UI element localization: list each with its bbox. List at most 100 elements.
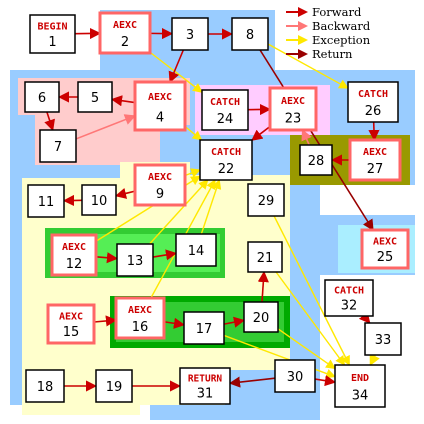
exception-edge-4-22 [184, 125, 203, 141]
node-27-box [348, 138, 402, 182]
exception-edge-17-34 [223, 334, 336, 379]
node-21-number: 21 [257, 251, 274, 266]
node-2: AEXC 2 [98, 11, 152, 55]
node-1-box [29, 14, 76, 54]
node-22-label: CATCH [211, 147, 241, 158]
node-29-box [247, 183, 285, 217]
node-19-box [95, 369, 133, 403]
node-17-number: 17 [196, 322, 213, 337]
node-30: 30 [274, 359, 316, 393]
edge-30-34 [314, 375, 337, 387]
node-11: 11 [27, 184, 65, 218]
node-31-box [179, 367, 231, 405]
node-7: 7 [39, 129, 77, 163]
node-19: 19 [95, 369, 133, 403]
node-21: 21 [247, 241, 283, 273]
legend-arrow-icon [298, 21, 308, 31]
node-2-number: 2 [121, 35, 129, 50]
node-6: 6 [24, 81, 60, 113]
node-1-label: BEGIN [37, 21, 67, 32]
node-18-number: 18 [37, 380, 54, 395]
node-28-box [299, 144, 333, 176]
legend-arrow-icon [298, 35, 308, 45]
legend-item-backward: Backward [286, 19, 371, 33]
node-4: AEXC 4 [133, 80, 187, 132]
node-25-box [360, 228, 410, 270]
node-26-box [347, 81, 399, 123]
legend-item-forward: Forward [286, 5, 362, 19]
node-32-label: CATCH [334, 286, 364, 297]
node-2-label: AEXC [113, 20, 137, 31]
node-9-number: 9 [156, 187, 164, 202]
node-32-number: 32 [341, 299, 358, 314]
node-20-box [243, 301, 279, 333]
node-10: 10 [81, 184, 117, 216]
node-24-box [201, 89, 249, 131]
node-21-box [247, 241, 283, 273]
node-12-label: AEXC [62, 242, 86, 253]
node-14: 14 [175, 233, 217, 267]
node-22-number: 22 [218, 162, 235, 177]
node-8: 8 [231, 17, 269, 51]
node-2-box [98, 11, 152, 55]
node-13-number: 13 [127, 254, 144, 269]
edge-3-4 [168, 49, 185, 84]
node-29-number: 29 [258, 194, 275, 209]
node-33-number: 33 [375, 333, 392, 348]
node-11-number: 11 [38, 195, 55, 210]
edge-13-14 [152, 249, 178, 261]
node-22: CATCH 22 [199, 139, 253, 181]
edge-6-7 [44, 111, 55, 132]
node-8-box [231, 17, 269, 51]
node-30-box [274, 359, 316, 393]
node-23-number: 23 [285, 111, 302, 126]
node-4-number: 4 [156, 110, 164, 125]
exception-edge-21-34 [275, 271, 346, 366]
legend-label: Forward [312, 5, 362, 19]
regions [10, 10, 415, 420]
node-24-number: 24 [217, 112, 234, 127]
edge-32-33 [358, 311, 371, 324]
node-12-box [50, 233, 98, 277]
node-4-label: AEXC [148, 92, 172, 103]
node-13-box [116, 243, 154, 277]
node-15-label: AEXC [59, 311, 83, 322]
legend-label: Return [312, 47, 353, 61]
edge-8-25 [259, 49, 374, 231]
node-31-label: RETURN [188, 374, 223, 385]
node-25: AEXC 25 [360, 228, 410, 270]
node-3-number: 3 [186, 28, 194, 43]
node-30-number: 30 [287, 370, 304, 385]
node-25-label: AEXC [373, 236, 397, 247]
node-15-number: 15 [63, 325, 80, 340]
edge-17-20 [223, 316, 246, 328]
node-3: 3 [171, 17, 209, 51]
node-17: 17 [183, 311, 225, 345]
node-16-label: AEXC [128, 305, 152, 316]
legend-arrow-icon [298, 7, 308, 17]
edge-33-34 [369, 353, 380, 367]
node-33: 33 [364, 322, 402, 356]
exception-edge-29-34 [273, 215, 351, 366]
exception-edge-9-22 [184, 168, 201, 178]
node-22-box [199, 139, 253, 181]
node-25-number: 25 [377, 250, 394, 265]
node-19-number: 19 [106, 380, 123, 395]
node-33-box [364, 322, 402, 356]
node-13: 13 [116, 243, 154, 277]
edge-30-31 [228, 376, 276, 388]
node-28: 28 [299, 144, 333, 176]
edge-4-5 [110, 95, 136, 107]
node-6-number: 6 [38, 91, 46, 106]
